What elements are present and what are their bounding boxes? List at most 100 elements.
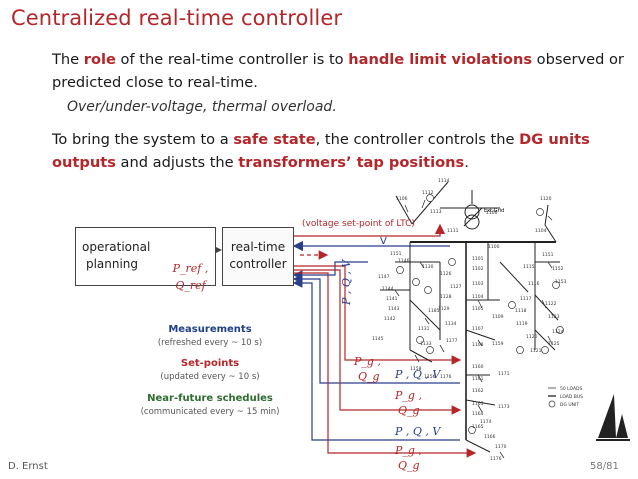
svg-text:1121: 1121 [530,348,542,354]
svg-text:1134: 1134 [445,321,457,327]
svg-text:1130: 1130 [422,264,434,270]
svg-text:1131: 1131 [418,326,430,332]
svg-text:1124: 1124 [552,329,564,335]
operational-planning-label: operational planning [82,240,151,271]
legend-setpoints: Set-points (updated every ~ 10 s) [110,357,310,384]
svg-text:1104: 1104 [535,228,547,234]
emphasis-role: role [83,51,116,68]
svg-text:1109: 1109 [492,314,504,320]
pqv-label-2: P , Q , V [395,425,441,438]
dg-setpoint-line-1 [293,265,462,365]
svg-text:DG UNIT: DG UNIT [560,402,579,408]
svg-text:1122: 1122 [545,301,557,307]
legend-nearfuture-title: Near-future schedules [147,393,273,404]
svg-text:1113: 1113 [430,209,442,215]
svg-text:50 LOADS: 50 LOADS [560,386,583,392]
svg-text:1151: 1151 [542,252,554,258]
svg-text:1151: 1151 [390,251,402,257]
svg-text:1111: 1111 [447,228,459,234]
svg-text:1164: 1164 [472,411,484,417]
ext-grid-label: Ext.Grid [484,208,504,214]
qg-label-2: Q_g [398,404,420,417]
svg-text:1112: 1112 [422,190,434,196]
measurement-line-2 [292,274,460,384]
legend-measurements: Measurements (refreshed every ~ 10 s) [110,323,310,350]
load-arrows [394,199,553,459]
svg-text:1176: 1176 [490,456,502,462]
svg-text:1174: 1174 [480,419,492,425]
svg-text:1129: 1129 [438,306,450,312]
legend-measurements-note: (refreshed every ~ 10 s) [157,338,263,348]
pg-label-1: P_g , [354,355,381,368]
svg-text:1123: 1123 [548,314,560,320]
paragraph-safe-state: To bring the system to a safe state, the… [52,131,590,171]
svg-text:1103: 1103 [472,281,484,287]
paragraph-role: The role of the real-time controller is … [52,51,624,91]
svg-text:1120: 1120 [526,334,538,340]
network-legend: 50 LOADS LOAD BUS DG UNIT [548,386,583,408]
svg-text:1119: 1119 [516,321,528,327]
svg-text:1125: 1125 [548,341,560,347]
feeder-network [380,181,560,453]
slide-title: Centralized real-time controller [11,6,343,30]
svg-text:1160: 1160 [472,364,484,370]
svg-text:1147: 1147 [378,274,390,280]
dg-setpoint-line-3 [293,272,477,458]
svg-text:1165: 1165 [472,424,484,430]
pqv-label-1: P , Q , V [395,368,441,381]
svg-text:1102: 1102 [472,266,484,272]
svg-text:1120: 1120 [540,196,552,202]
svg-text:1118: 1118 [515,308,527,314]
svg-text:1142: 1142 [384,316,396,322]
svg-text:1133: 1133 [420,341,432,347]
footer-author: D. Ernst [8,461,48,472]
university-logo [592,386,632,446]
svg-text:1100: 1100 [486,210,498,216]
ltc-setpoint-arrow [292,223,446,237]
svg-text:1143: 1143 [388,306,400,312]
svg-text:1127: 1127 [450,284,462,290]
svg-text:1163: 1163 [472,401,484,407]
svg-text:1106: 1106 [396,196,408,202]
legend-nearfuture: Near-future schedules (communicated ever… [110,392,310,419]
svg-text:1156: 1156 [424,374,436,380]
pg-label-3: P_g , [395,444,422,457]
svg-text:1114: 1114 [438,178,450,184]
qg-label-3: Q_g [398,459,420,472]
emphasis-handle: handle limit violations [348,51,533,68]
svg-text:1128: 1128 [440,294,452,300]
svg-text:1108: 1108 [472,342,484,348]
svg-text:1171: 1171 [498,371,510,377]
qg-label-1: Q_g [358,370,380,383]
legend-setpoints-title: Set-points [180,358,240,369]
voltage-setpoint-label: (voltage set-point of LTC) [302,219,415,229]
realtime-controller-label: real-time controller [229,240,287,271]
svg-text:1162: 1162 [472,388,484,394]
svg-text:1176: 1176 [440,374,452,380]
svg-text:1101: 1101 [472,256,484,262]
svg-text:1107: 1107 [472,326,484,332]
svg-text:1173: 1173 [498,404,510,410]
svg-text:1152: 1152 [552,266,564,272]
dg-unit-icons [396,194,564,434]
v-label: V [380,236,387,247]
svg-text:1104: 1104 [472,294,484,300]
pg-label-2: P_g , [395,389,422,402]
svg-text:1105: 1105 [472,306,484,312]
svg-text:1146: 1146 [398,258,410,264]
operational-planning-box: operational planning P_ref , Q_ref [75,227,216,292]
legend-setpoints-note: (updated every ~ 10 s) [160,372,260,382]
svg-text:1161: 1161 [472,376,484,382]
svg-text:1141: 1141 [386,296,398,302]
svg-text:1153: 1153 [555,279,567,285]
svg-text:1170: 1170 [495,444,507,450]
pqv-vertical-label: P , Q , V [340,259,353,305]
svg-text:1144: 1144 [382,286,394,292]
svg-text:1126: 1126 [440,271,452,277]
pref-qref-label: P_ref , Q_ref [172,262,209,292]
svg-text:1159: 1159 [492,341,504,347]
legend-measurements-title: Measurements [168,324,252,335]
emphasis-dg: DG units outputs [52,131,590,171]
measurement-line-1 [292,261,368,280]
